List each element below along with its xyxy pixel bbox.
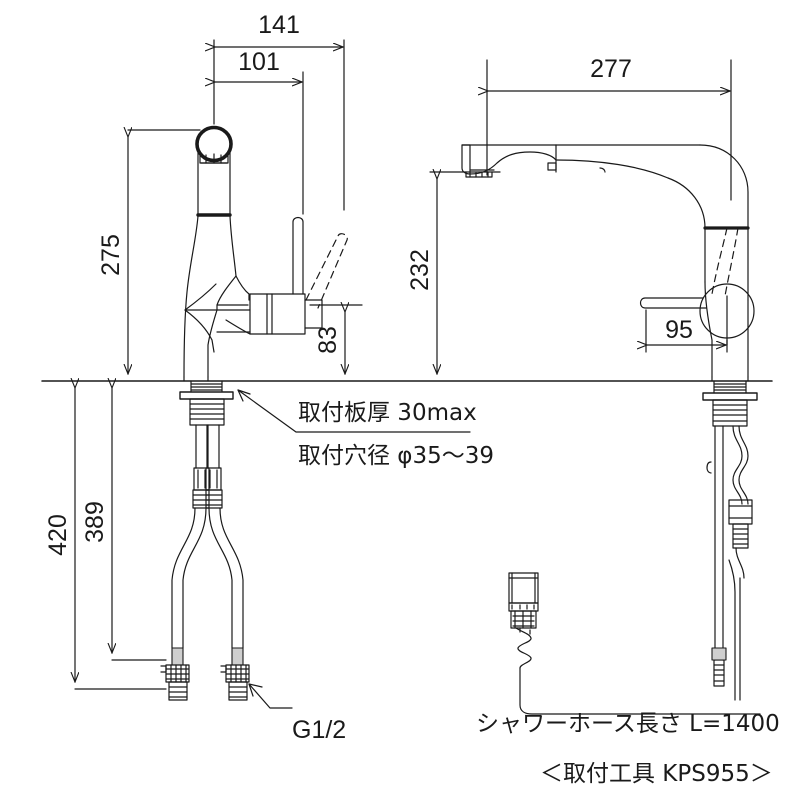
dimension-95 xyxy=(646,309,728,353)
front-body-left xyxy=(183,215,199,378)
dimension-label-420: 420 xyxy=(44,514,72,556)
front-lever-open-phantom xyxy=(305,233,348,309)
dimension-label-277: 277 xyxy=(590,55,632,83)
dimension-277 xyxy=(487,59,732,201)
dimension-label-275: 275 xyxy=(97,234,125,276)
note-mounting-tool: ＜取付工具 KPS955＞ xyxy=(540,761,773,787)
side-body-left xyxy=(704,281,713,378)
side-lever-handle xyxy=(639,297,707,309)
hose-left-outer xyxy=(171,507,196,649)
dimension-label-83: 83 xyxy=(314,326,342,354)
note-plate-thickness: 取付板厚 30max xyxy=(298,400,477,426)
dimension-389 xyxy=(112,388,167,661)
front-mounting-hardware xyxy=(160,380,250,701)
front-lever-handle xyxy=(292,216,304,295)
side-spout-detail xyxy=(599,167,606,173)
note-hole-diameter: 取付穴径 φ35〜39 xyxy=(298,443,494,469)
dimension-83 xyxy=(309,305,363,374)
side-view-faucet xyxy=(461,144,755,382)
dimension-101 xyxy=(215,71,304,215)
thread-note-leader xyxy=(248,683,293,709)
dimension-label-389: 389 xyxy=(81,501,109,543)
dimension-label-101: 101 xyxy=(238,48,280,76)
front-flare-upper xyxy=(235,275,250,301)
dimension-label-232: 232 xyxy=(406,249,434,291)
side-mounting-hardware xyxy=(702,380,758,701)
dimension-label-141: 141 xyxy=(258,11,300,39)
front-base-plate xyxy=(183,376,209,382)
shower-hose-connector xyxy=(508,572,761,715)
front-body-lower-right xyxy=(207,309,218,378)
note-thread-spec: G1/2 xyxy=(292,716,346,744)
hose-right-outer xyxy=(219,507,244,649)
side-neck-inner xyxy=(667,177,706,283)
hose-left-inner xyxy=(182,507,207,649)
front-body-right xyxy=(229,215,237,277)
dimension-275 xyxy=(128,130,201,374)
front-spray-head xyxy=(195,125,233,164)
dimension-232 xyxy=(429,172,501,374)
front-head-neck xyxy=(197,149,231,215)
side-spray-head xyxy=(461,144,557,178)
front-view-faucet xyxy=(183,125,348,382)
side-neck-outer xyxy=(699,144,749,301)
note-hose-length: シャワーホース長さ L=1400 xyxy=(476,711,780,737)
mounting-note-leader xyxy=(237,389,471,433)
front-valve-body xyxy=(249,293,323,335)
side-spout-bottom xyxy=(555,159,669,179)
hose-right-inner xyxy=(208,507,233,649)
dimension-label-95: 95 xyxy=(665,316,693,344)
dimension-420 xyxy=(75,388,167,690)
